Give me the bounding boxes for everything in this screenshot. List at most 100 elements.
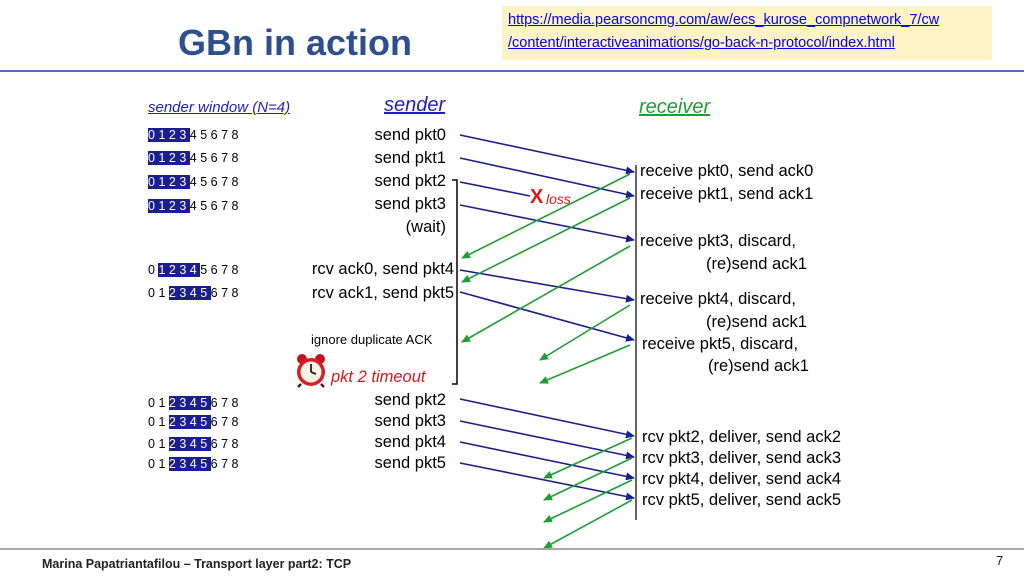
seq-number: 4 xyxy=(189,128,201,142)
seq-number: 3 xyxy=(179,128,190,142)
packet-arrow xyxy=(459,420,635,460)
seq-number: 7 xyxy=(221,437,232,451)
seq-number: 4 xyxy=(189,286,201,300)
sender-event: send pkt3 xyxy=(374,195,446,213)
seq-number: 5 xyxy=(200,437,211,451)
seq-number: 6 xyxy=(210,175,222,189)
seq-number: 8 xyxy=(231,128,239,142)
seq-number: 5 xyxy=(200,128,211,142)
seq-number: 8 xyxy=(231,151,239,165)
window-row: 0 1 2 3 4 5 6 7 8 xyxy=(148,415,238,429)
sender-event: send pkt2 xyxy=(374,172,446,190)
seq-number: 3 xyxy=(179,199,190,213)
ack-arrow xyxy=(543,457,633,501)
seq-number: 0 xyxy=(148,263,159,277)
seq-number: 0 xyxy=(148,286,159,300)
seq-number: 7 xyxy=(221,151,232,165)
sender-window-header: sender window (N=4) xyxy=(148,99,291,116)
page-number: 7 xyxy=(996,553,1004,568)
seq-number: 8 xyxy=(231,199,239,213)
seq-number: 8 xyxy=(231,263,239,277)
receiver-event: rcv pkt5, deliver, send ack5 xyxy=(642,491,842,509)
receiver-event: (re)send ack1 xyxy=(706,313,807,331)
receiver-event: receive pkt1, send ack1 xyxy=(640,185,814,203)
seq-number: 1 xyxy=(158,199,169,213)
link-box xyxy=(502,6,992,60)
sender-event: send pkt2 xyxy=(374,391,446,409)
seq-number: 7 xyxy=(221,175,232,189)
ack-arrow xyxy=(543,499,633,549)
seq-number: 2 xyxy=(168,199,180,213)
footer-text: Marina Papatriantafilou – Transport laye… xyxy=(42,557,352,571)
seq-number: 2 xyxy=(168,286,180,300)
seq-number: 0 xyxy=(148,151,159,165)
seq-number: 2 xyxy=(168,175,180,189)
seq-number: 7 xyxy=(221,286,232,300)
seq-number: 6 xyxy=(210,396,222,410)
seq-number: 7 xyxy=(221,199,232,213)
animation-link-line1[interactable]: https://media.pearsoncmg.com/aw/ecs_kuro… xyxy=(508,12,940,28)
seq-number: 8 xyxy=(231,457,239,471)
seq-number: 0 xyxy=(148,396,159,410)
receiver-event: rcv pkt2, deliver, send ack2 xyxy=(642,428,842,446)
seq-number: 6 xyxy=(210,286,222,300)
window-row: 0 1 2 3 4 5 6 7 8 xyxy=(148,437,238,451)
ack-arrow xyxy=(543,437,633,479)
seq-number: 4 xyxy=(189,175,201,189)
seq-number: 7 xyxy=(221,457,232,471)
seq-number: 5 xyxy=(200,286,211,300)
seq-number: 5 xyxy=(200,199,211,213)
seq-number: 4 xyxy=(189,415,201,429)
sender-event: send pkt5 xyxy=(374,454,446,472)
seq-number: 7 xyxy=(221,128,232,142)
seq-number: 1 xyxy=(158,286,169,300)
ack-arrow xyxy=(539,304,631,361)
sender-event: send pkt1 xyxy=(374,149,446,167)
seq-number: 4 xyxy=(189,263,201,277)
timeout-label: pkt 2 timeout xyxy=(331,368,426,386)
seq-number: 2 xyxy=(168,437,180,451)
timeout-bracket xyxy=(452,179,458,385)
seq-number: 2 xyxy=(168,128,180,142)
seq-number: 5 xyxy=(200,396,211,410)
sender-event: rcv ack1, send pkt5 xyxy=(311,284,454,302)
window-row: 0 1 2 3 4 5 6 7 8 xyxy=(148,151,238,165)
seq-number: 5 xyxy=(200,415,211,429)
sender-header: sender xyxy=(384,94,446,116)
seq-number: 1 xyxy=(158,396,169,410)
seq-number: 3 xyxy=(179,437,190,451)
seq-number: 3 xyxy=(179,396,190,410)
ignore-duplicate-ack-label: ignore duplicate ACK xyxy=(311,332,433,347)
seq-number: 3 xyxy=(179,151,190,165)
seq-number: 3 xyxy=(179,286,190,300)
seq-number: 8 xyxy=(231,437,239,451)
seq-number: 3 xyxy=(179,457,190,471)
packet-arrow xyxy=(459,462,635,501)
seq-number: 3 xyxy=(179,175,190,189)
seq-number: 4 xyxy=(189,199,201,213)
seq-number: 6 xyxy=(210,437,222,451)
slide-title: GBn in action xyxy=(178,22,412,63)
sender-event: send pkt4 xyxy=(374,433,446,451)
seq-number: 1 xyxy=(158,175,169,189)
seq-number: 7 xyxy=(221,396,232,410)
seq-number: 2 xyxy=(168,151,180,165)
seq-number: 1 xyxy=(158,128,169,142)
seq-number: 8 xyxy=(231,396,239,410)
seq-number: 0 xyxy=(148,415,159,429)
seq-number: 3 xyxy=(179,263,190,277)
title-divider xyxy=(0,70,1024,72)
ack-arrow xyxy=(539,344,631,384)
seq-number: 5 xyxy=(200,263,211,277)
receiver-event: receive pkt5, discard, xyxy=(642,335,798,353)
seq-number: 5 xyxy=(200,457,211,471)
packet-arrow xyxy=(459,441,635,481)
receiver-event: (re)send ack1 xyxy=(706,255,807,273)
window-row: 0 1 2 3 4 5 6 7 8 xyxy=(148,263,238,277)
animation-link-line2[interactable]: /content/interactiveanimations/go-back-n… xyxy=(508,35,895,51)
seq-number: 4 xyxy=(189,396,201,410)
seq-number: 1 xyxy=(158,151,169,165)
seq-number: 6 xyxy=(210,151,222,165)
receiver-event: receive pkt0, send ack0 xyxy=(640,162,814,180)
